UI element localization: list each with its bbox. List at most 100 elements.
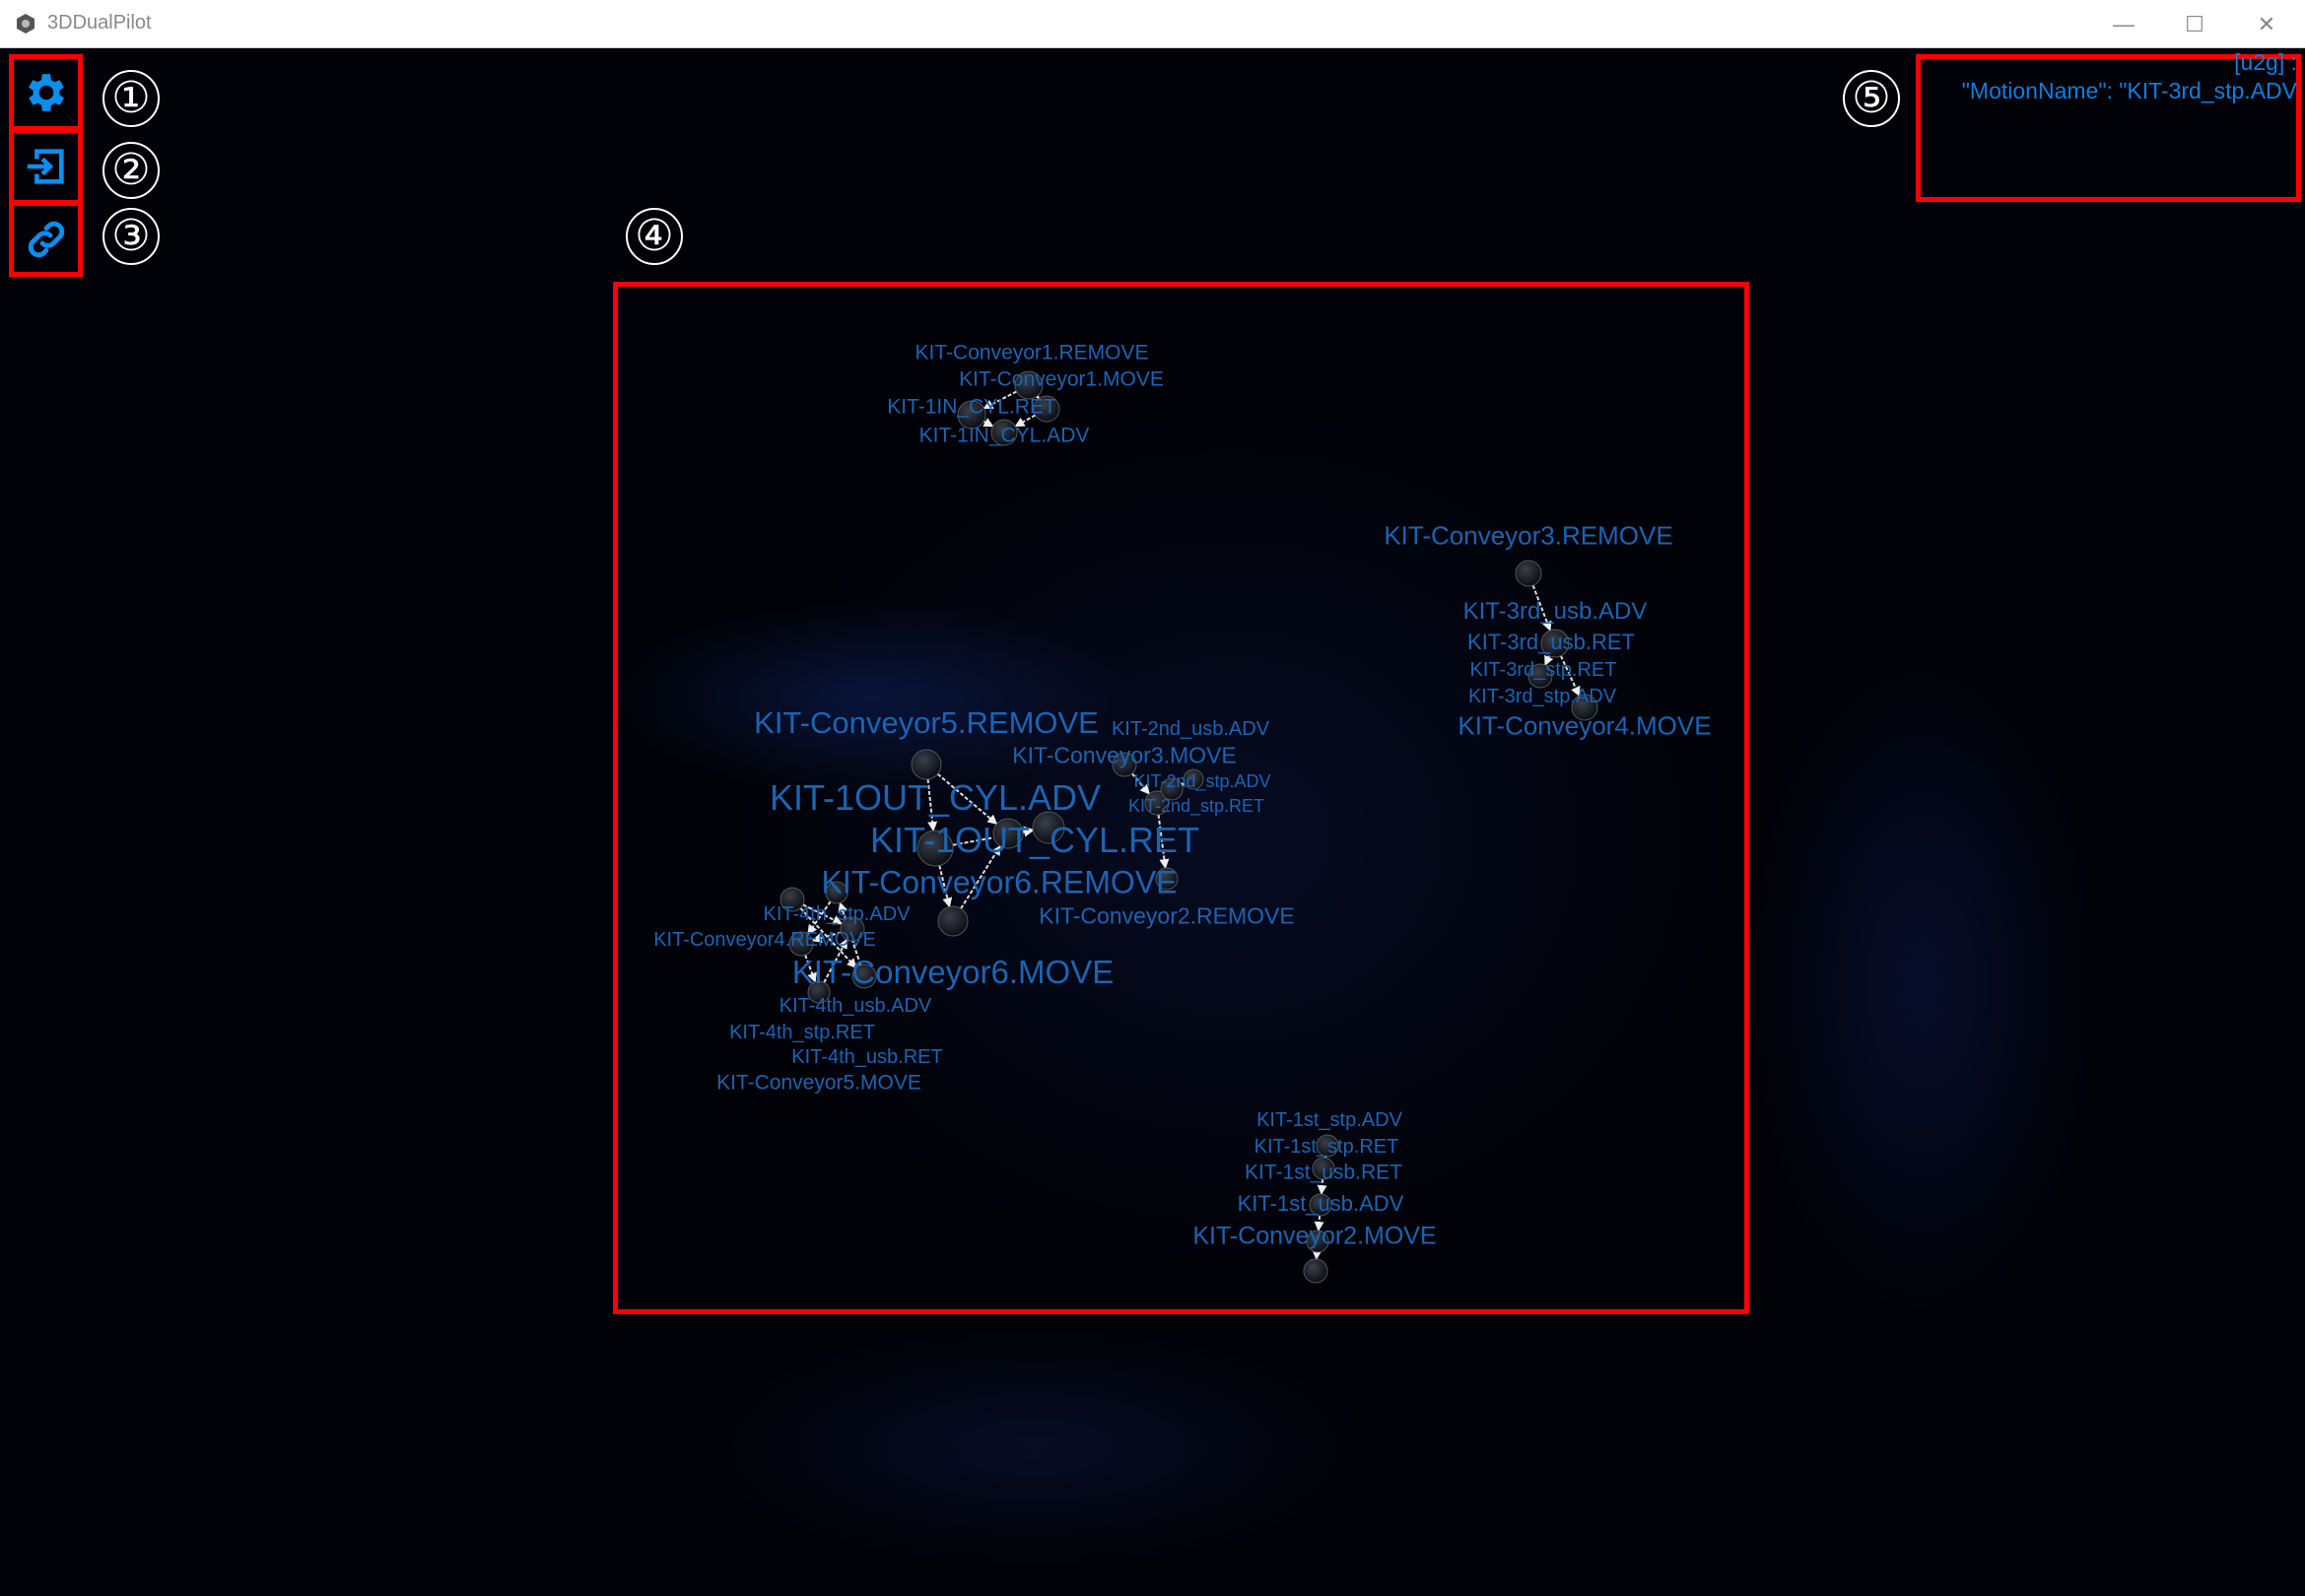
annotation-2: ② (102, 142, 160, 199)
node-label: KIT-3rd_stp.RET (1469, 659, 1617, 681)
motion-node[interactable] (1309, 1193, 1332, 1217)
node-label: KIT-2nd_stp.RET (1127, 796, 1265, 817)
transition-edge (1157, 814, 1170, 870)
transition-edge (960, 844, 1001, 909)
annotation-5: ⑤ (1843, 70, 1900, 127)
node-label: KIT-Conveyor1.REMOVE (915, 341, 1149, 365)
maximize-button[interactable]: ☐ (2185, 11, 2204, 36)
motion-node[interactable] (788, 931, 814, 957)
motion-node[interactable] (992, 818, 1024, 849)
motion-node[interactable] (840, 916, 865, 942)
motion-node[interactable] (1014, 370, 1044, 400)
node-label: KIT-Conveyor4.MOVE (1458, 710, 1712, 741)
transition-edge (804, 954, 817, 983)
transition-edge (1022, 826, 1035, 836)
transition-edge (1130, 772, 1151, 795)
motion-node[interactable] (1033, 395, 1060, 423)
3d-viewport[interactable]: ① ② ③ ④ ⑤ [u2g] : "MotionName": "KIT-3rd… (0, 48, 2305, 1596)
motion-node[interactable] (1571, 694, 1598, 721)
info-panel-motion-name: "MotionName": "KIT-3rd_stp.ADV (1961, 78, 2297, 103)
node-label: KIT-3rd_stp.ADV (1467, 686, 1617, 707)
motion-node[interactable] (1160, 777, 1184, 801)
node-label: KIT-Conveyor5.MOVE (716, 1071, 921, 1095)
minimize-button[interactable]: — (2113, 11, 2135, 36)
motion-node[interactable] (1306, 1230, 1329, 1253)
transition-edge (1314, 1215, 1324, 1232)
transition-edge (1559, 655, 1581, 698)
node-label: KIT-4th_stp.ADV (763, 903, 911, 925)
app-logo-icon (17, 14, 34, 33)
node-label: KIT-1OUT_CYL.RET (869, 820, 1200, 861)
connect-button[interactable] (9, 201, 83, 277)
node-label: KIT-Conveyor2.REMOVE (1039, 902, 1295, 929)
node-label: KIT-2nd_usb.ADV (1111, 718, 1270, 740)
node-label: KIT-1st_usb.ADV (1237, 1190, 1404, 1216)
node-label: KIT-1st_usb.RET (1245, 1161, 1402, 1184)
link-icon (28, 221, 64, 257)
window-title: 3DDualPilot (47, 12, 152, 33)
motion-node[interactable] (1303, 1258, 1328, 1284)
motion-node[interactable] (937, 905, 969, 937)
motion-node[interactable] (1515, 560, 1542, 587)
transition-edge (799, 907, 857, 968)
node-label: KIT-Conveyor6.REMOVE (821, 864, 1178, 900)
motion-node[interactable] (1316, 1134, 1339, 1158)
motion-node[interactable] (1540, 629, 1570, 658)
node-label: KIT-3rd_usb.RET (1467, 629, 1635, 654)
motion-node[interactable] (807, 980, 831, 1004)
node-label: KIT-1st_stp.RET (1254, 1136, 1399, 1158)
annotation-3: ③ (102, 208, 160, 265)
motion-node[interactable] (1155, 867, 1179, 891)
motion-node[interactable] (851, 964, 877, 989)
node-label: KIT-1IN_CYL.ADV (918, 424, 1090, 447)
node-label: KIT-Conveyor2.MOVE (1192, 1222, 1437, 1250)
transition-edge (938, 865, 953, 908)
graph-region-highlight (613, 282, 1749, 1314)
motion-node[interactable] (1112, 752, 1137, 777)
annotation-1: ① (102, 70, 160, 127)
motion-node[interactable] (1032, 811, 1065, 844)
gear-icon (28, 74, 64, 111)
title-bar: 3DDualPilot — ☐ ✕ (0, 0, 2305, 48)
info-panel-highlight (1916, 54, 2301, 202)
motion-node[interactable] (916, 830, 954, 867)
node-label: KIT-3rd_usb.ADV (1462, 597, 1648, 625)
info-panel-header: [u2g] : (2234, 49, 2297, 75)
motion-node[interactable] (780, 887, 805, 912)
node-label: KIT-Conveyor3.MOVE (1012, 742, 1237, 768)
transition-edge (936, 772, 998, 826)
transition-edge (1531, 584, 1552, 632)
motion-node[interactable] (825, 881, 848, 904)
node-label: KIT-Conveyor6.MOVE (791, 953, 1115, 990)
motion-node[interactable] (1183, 768, 1204, 790)
node-label: KIT-Conveyor1.MOVE (959, 367, 1164, 391)
node-label: KIT-1st_stp.ADV (1256, 1109, 1402, 1131)
transition-edge (1174, 782, 1186, 792)
node-label: KIT-2nd_stp.ADV (1133, 771, 1271, 792)
transition-edge (1544, 654, 1554, 666)
node-label: KIT-Conveyor4.REMOVE (653, 929, 876, 951)
motion-node[interactable] (990, 419, 1018, 446)
node-label: KIT-1IN_CYL.RET (887, 395, 1056, 419)
transition-edge (811, 931, 842, 943)
transition-edge (926, 778, 938, 832)
node-label: KIT-4th_stp.RET (729, 1022, 875, 1043)
node-label: KIT-Conveyor5.REMOVE (754, 704, 1099, 740)
motion-node[interactable] (1312, 1157, 1335, 1180)
transition-edge (983, 390, 1018, 410)
transition-edge (983, 418, 994, 428)
node-label: KIT-4th_usb.RET (791, 1046, 943, 1068)
node-label: KIT-Conveyor3.REMOVE (1384, 520, 1673, 551)
close-button[interactable]: ✕ (2257, 11, 2276, 36)
node-label: KIT-4th_usb.ADV (779, 995, 932, 1017)
motion-node[interactable] (911, 749, 942, 780)
annotation-4: ④ (626, 208, 683, 265)
node-label: KIT-1OUT_CYL.ADV (769, 777, 1102, 819)
transition-edge (823, 938, 848, 983)
motion-node[interactable] (1527, 663, 1553, 689)
motion-node[interactable] (957, 400, 986, 430)
motion-node[interactable] (1144, 790, 1170, 816)
transition-edge (807, 900, 832, 935)
